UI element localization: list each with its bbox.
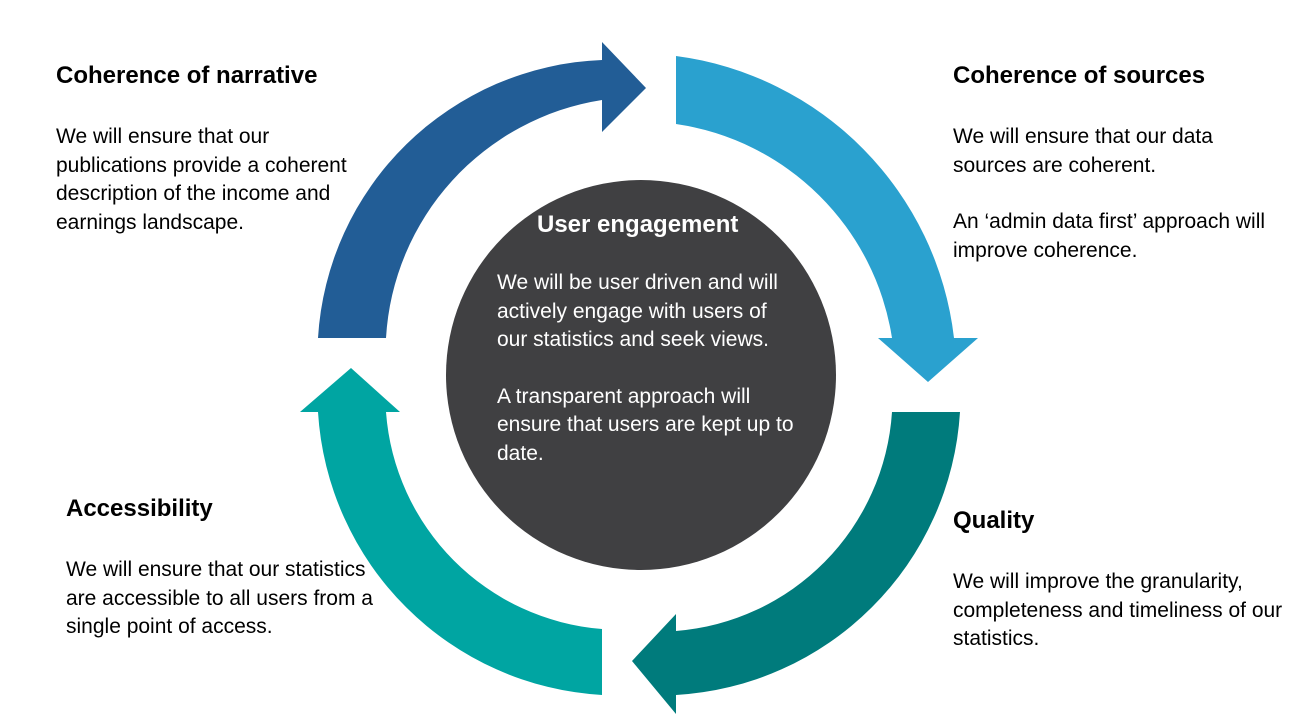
arrow-accessibility xyxy=(300,368,602,695)
coherence-of-narrative-block: Coherence of narrative We will ensure th… xyxy=(56,62,376,237)
coherence-of-sources-block: Coherence of sources We will ensure that… xyxy=(953,62,1288,265)
quality-text: We will improve the granularity, complet… xyxy=(953,570,1283,651)
arrow-coherence-of-sources xyxy=(676,56,978,382)
user-engagement-title: User engagement xyxy=(537,211,739,238)
arrow-coherence-of-narrative xyxy=(318,42,646,338)
center-circle xyxy=(446,180,836,570)
accessibility-text: We will ensure that our statistics are a… xyxy=(66,558,373,639)
accessibility-block: Accessibility We will ensure that our st… xyxy=(66,495,396,642)
accessibility-title: Accessibility xyxy=(66,495,213,522)
arrow-quality xyxy=(632,412,960,714)
quality-title: Quality xyxy=(953,507,1035,534)
user-engagement-transparency-text: A transparent approach will ensure that … xyxy=(497,384,794,465)
quality-block: Quality We will improve the granularity,… xyxy=(953,507,1288,654)
coherence-of-narrative-title: Coherence of narrative xyxy=(56,62,318,89)
coherence-of-sources-title: Coherence of sources xyxy=(953,62,1206,89)
user-engagement-text: We will be user driven and will actively… xyxy=(497,271,778,352)
coherence-of-sources-admin-text: An ‘admin data first’ approach will impr… xyxy=(953,210,1266,262)
user-engagement-block: User engagement We will be user driven a… xyxy=(497,210,802,469)
coherence-of-sources-text: We will ensure that our data sources are… xyxy=(953,125,1213,177)
coherence-of-narrative-text: We will ensure that our publications pro… xyxy=(56,125,347,234)
